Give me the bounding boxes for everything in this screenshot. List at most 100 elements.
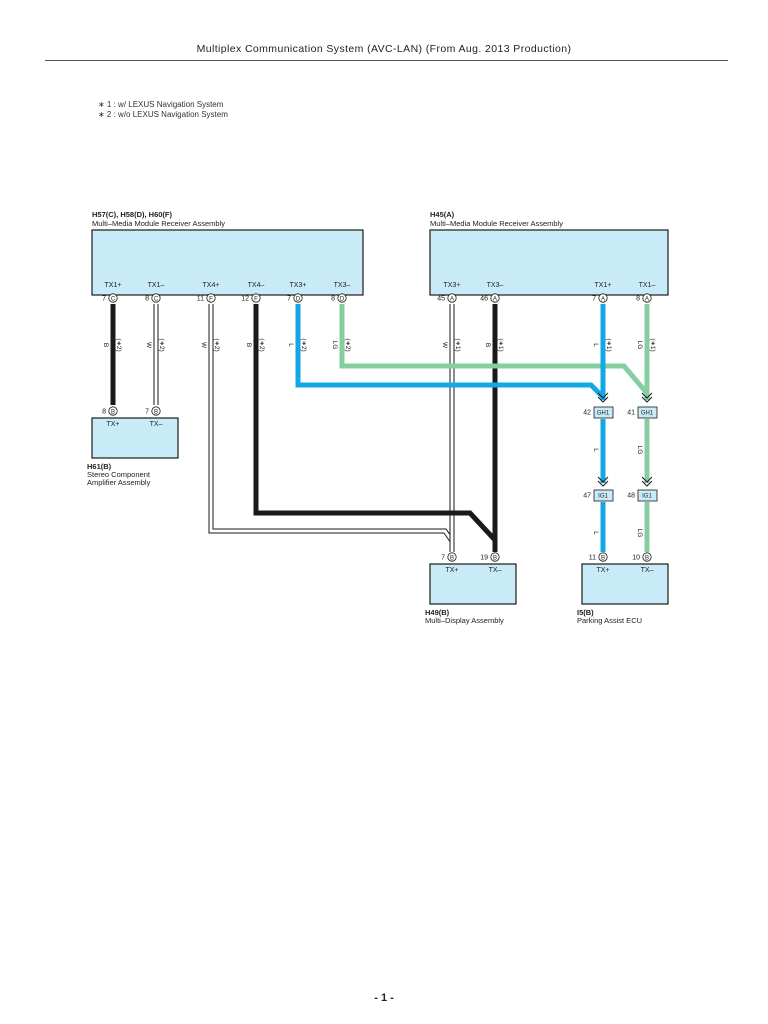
title-rule <box>45 60 728 61</box>
note-2: ∗ 2 : w/o LEXUS Navigation System <box>98 110 228 119</box>
connector-chevrons <box>597 392 653 487</box>
wire-label-1: W (∗2) <box>145 338 165 351</box>
pin-number: 7 <box>287 296 291 303</box>
pin-signal-label: TX1+ <box>105 282 122 289</box>
pin-number: 7 <box>592 296 596 303</box>
connector-circle-icon <box>251 293 261 303</box>
pin-connector-letter: C <box>154 296 159 302</box>
page-title: Multiplex Communication System (AVC-LAN)… <box>196 43 572 55</box>
connector-circle-icon <box>490 552 500 562</box>
pin-number: 11 <box>589 555 596 562</box>
wire-color-code: LG <box>636 341 643 350</box>
pin-signal-label: TX+ <box>445 567 458 574</box>
wire-variant-note: (∗2) <box>158 338 165 351</box>
wire-label-6: W(∗1) <box>441 338 461 351</box>
pin-signal-label: TX1+ <box>595 282 612 289</box>
amplifier-name-line2: Amplifier Assembly <box>87 478 151 487</box>
pin-signal-label: TX4+ <box>203 282 220 289</box>
junction-code: GH1 <box>597 411 610 417</box>
junction-number: 42 <box>583 410 591 417</box>
pin-connector-letter: B <box>645 555 649 561</box>
chevron-icon <box>641 392 653 403</box>
receiver-left-code: H57(C), H58(D), H60(F) <box>92 210 173 219</box>
wire-variant-note: (∗1) <box>649 338 656 351</box>
junction-box <box>593 406 614 419</box>
receiver-left-name: Multi–Media Module Receiver Assembly <box>92 219 225 228</box>
connector-circle-icon <box>151 293 161 303</box>
wire-color-code: LG <box>636 529 643 538</box>
wire-l-tx3p-route <box>295 304 605 399</box>
connector-circle-icon <box>151 406 161 416</box>
parking-ecu-box <box>581 563 669 605</box>
display-code: H49(B) <box>425 608 450 617</box>
pin-number: 8 <box>636 296 640 303</box>
pin-number: 19 <box>480 555 488 562</box>
wire-variant-note: (∗2) <box>115 338 122 351</box>
connector-circle-icon <box>598 293 608 303</box>
display-name: Multi–Display Assembly <box>425 616 504 625</box>
wire-label-0: B(∗2) <box>102 338 122 351</box>
connector-circle-icon <box>108 293 118 303</box>
component-labels: H57(C), H58(D), H60(F) Multi–Media Modul… <box>87 210 642 625</box>
receiver-right-name: Multi–Media Module Receiver Assembly <box>430 219 563 228</box>
pin-number: 46 <box>480 296 488 303</box>
wire-variant-note: (∗1) <box>454 338 461 351</box>
wire-color-code: W <box>145 342 152 349</box>
connector-circle-icon <box>490 293 500 303</box>
pin-signal-label: TX– <box>641 567 654 574</box>
wire-variant-note: (∗1) <box>497 338 504 351</box>
parking-name: Parking Assist ECU <box>577 616 642 625</box>
receiver-left-box <box>91 229 364 296</box>
junction-box <box>593 489 614 502</box>
chevron-icon <box>597 392 609 403</box>
pin-signal-label: TX1– <box>148 282 165 289</box>
junction-number: 47 <box>583 493 591 500</box>
pin-connector-letter: A <box>601 296 605 302</box>
connector-circle-icon <box>447 293 457 303</box>
pin-number: 7 <box>441 555 445 562</box>
pin-signal-label: TX3– <box>487 282 504 289</box>
junction-code: IG1 <box>598 494 608 500</box>
receiver-right-code: H45(A) <box>430 210 455 219</box>
wire-color-code: LG <box>331 341 338 350</box>
pin-number: 12 <box>241 296 249 303</box>
wire-label-7: B(∗1) <box>484 338 504 351</box>
wire-color-code: L <box>592 531 599 535</box>
wire-color-code: L <box>592 343 599 347</box>
wire-variant-note: (∗2) <box>258 338 265 351</box>
pin-connector-letter: B <box>154 409 158 415</box>
connector-circle-icon <box>598 552 608 562</box>
connector-circle-icon <box>642 293 652 303</box>
chevron-icon <box>641 476 653 487</box>
junction-code: IG1 <box>642 494 652 500</box>
wire-label-2: W(∗2) <box>200 338 220 351</box>
pin-signal-label: TX– <box>489 567 502 574</box>
wire-color-code: L <box>287 343 294 347</box>
pin-number: 10 <box>632 555 640 562</box>
pin-connector-letter: F <box>254 296 258 302</box>
amplifier-code: H61(B) <box>87 462 112 471</box>
connector-circle-icon <box>447 552 457 562</box>
junction-42: 42 GH1 <box>583 410 610 417</box>
wire-labels-layer: B(∗2)W(∗2)W(∗2)B(∗2)L(∗2)LG(∗2)W(∗1)B(∗1… <box>102 338 656 537</box>
connector-circle-icon <box>206 293 216 303</box>
display-box <box>429 563 517 605</box>
pin-connector-letter: B <box>493 555 497 561</box>
wire-color-code: B <box>245 343 252 347</box>
junction-47: 47 IG1 <box>583 493 608 500</box>
pin-signal-label: TX1– <box>639 282 656 289</box>
pin-number: 45 <box>437 296 445 303</box>
wire-color-code: W <box>200 342 207 349</box>
junction-code: GH1 <box>641 411 654 417</box>
pin-connector-letter: B <box>601 555 605 561</box>
